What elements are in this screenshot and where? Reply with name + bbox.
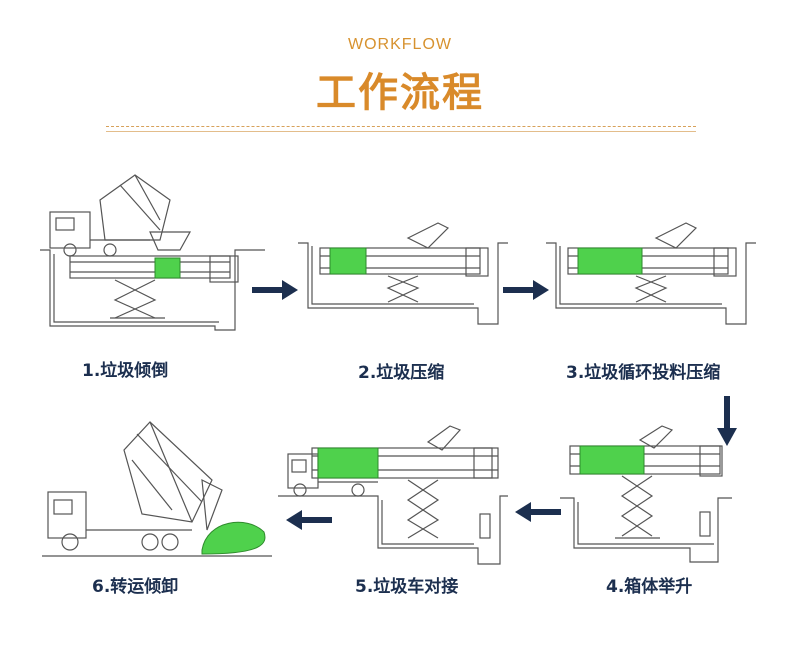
step-4-label: 4.箱体举升 [606, 577, 693, 597]
arrow-right-icon [503, 280, 549, 300]
step-1-label: 1.垃圾倾倒 [82, 361, 169, 381]
arrow-left-icon [286, 510, 332, 530]
step-4-illustration [560, 422, 780, 567]
arrow-down-icon [717, 396, 737, 446]
step-3-label: 3.垃圾循环投料压缩 [566, 363, 721, 383]
step-3-illustration [546, 218, 756, 330]
header-divider [106, 126, 696, 127]
step-6-illustration [42, 420, 272, 570]
step-6-label: 6.转运倾卸 [92, 577, 179, 597]
header-divider-secondary [106, 131, 696, 132]
arrow-left-icon [515, 502, 561, 522]
header: WORKFLOW 工作流程 [0, 0, 800, 140]
header-title: 工作流程 [316, 70, 484, 116]
step-5-label: 5.垃圾车对接 [355, 577, 459, 597]
step-1-illustration [40, 170, 270, 340]
header-subtitle: WORKFLOW [348, 36, 452, 53]
step-5-illustration [278, 420, 508, 568]
step-2-label: 2.垃圾压缩 [358, 363, 445, 383]
step-2-illustration [298, 218, 508, 330]
arrow-right-icon [252, 280, 298, 300]
